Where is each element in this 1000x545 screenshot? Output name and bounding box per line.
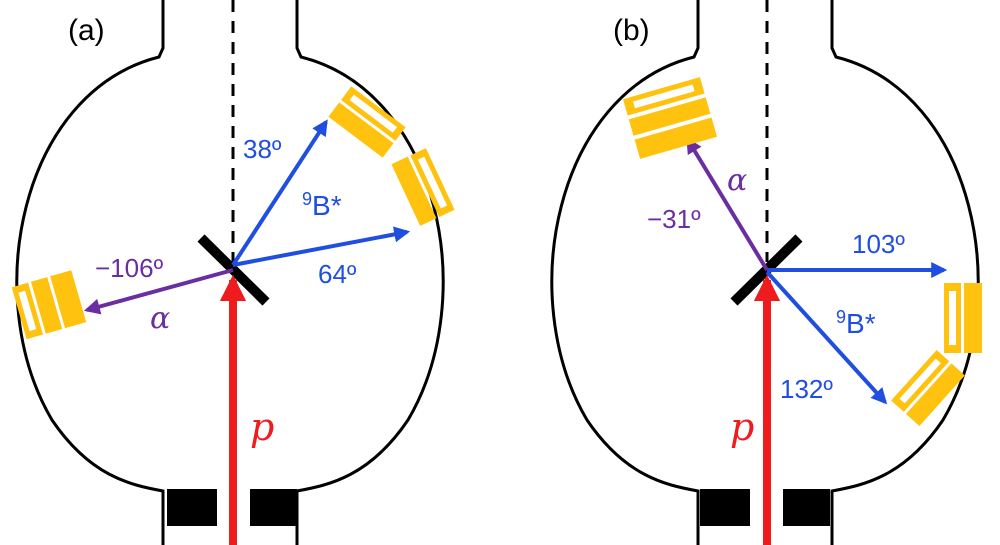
collimator-right <box>250 489 297 526</box>
detector-boron-lower <box>391 148 455 226</box>
detector-boron-upper <box>328 86 406 158</box>
boron-arrow-64 <box>232 226 411 267</box>
boron-arrow-132 <box>765 270 888 405</box>
beam-label: p <box>730 405 754 449</box>
boron-symbol: B* <box>846 308 876 339</box>
alpha-angle: −31º <box>647 204 701 234</box>
target-foil <box>197 234 270 306</box>
panel-label-a: (a) <box>68 14 105 47</box>
detector-boron-lower <box>891 350 965 426</box>
panel-a: p (a) 38º 9B* 64º −106º α <box>11 0 455 545</box>
boron-label: 9B* <box>302 189 342 221</box>
boron-mass-number: 9 <box>302 189 312 209</box>
alpha-label: α <box>150 301 170 336</box>
boron-angle-2: 64º <box>318 259 357 289</box>
boron-label: 9B* <box>836 307 876 339</box>
collimator-left <box>167 489 217 526</box>
collimator-left <box>700 489 750 526</box>
chamber-outline <box>15 0 445 545</box>
boron-arrow-38 <box>231 119 328 267</box>
alpha-arrow <box>83 268 234 315</box>
alpha-arrow <box>686 137 769 272</box>
alpha-angle: −106º <box>95 253 164 283</box>
detector-alpha <box>11 270 87 340</box>
boron-angle-1: 38º <box>243 134 282 164</box>
boron-symbol: B* <box>312 190 342 221</box>
alpha-label: α <box>727 163 747 198</box>
boron-angle-1: 103º <box>852 229 905 259</box>
beam-label: p <box>250 405 274 449</box>
panel-label-b: (b) <box>613 14 650 47</box>
collimator-right <box>783 489 830 526</box>
boron-angle-2: 132º <box>780 374 833 404</box>
boron-mass-number: 9 <box>836 307 846 327</box>
detector-boron-upper <box>944 283 982 353</box>
detector-alpha <box>623 77 717 159</box>
panel-b: p (b) −31º α 103º 9B* 132º <box>550 0 982 545</box>
